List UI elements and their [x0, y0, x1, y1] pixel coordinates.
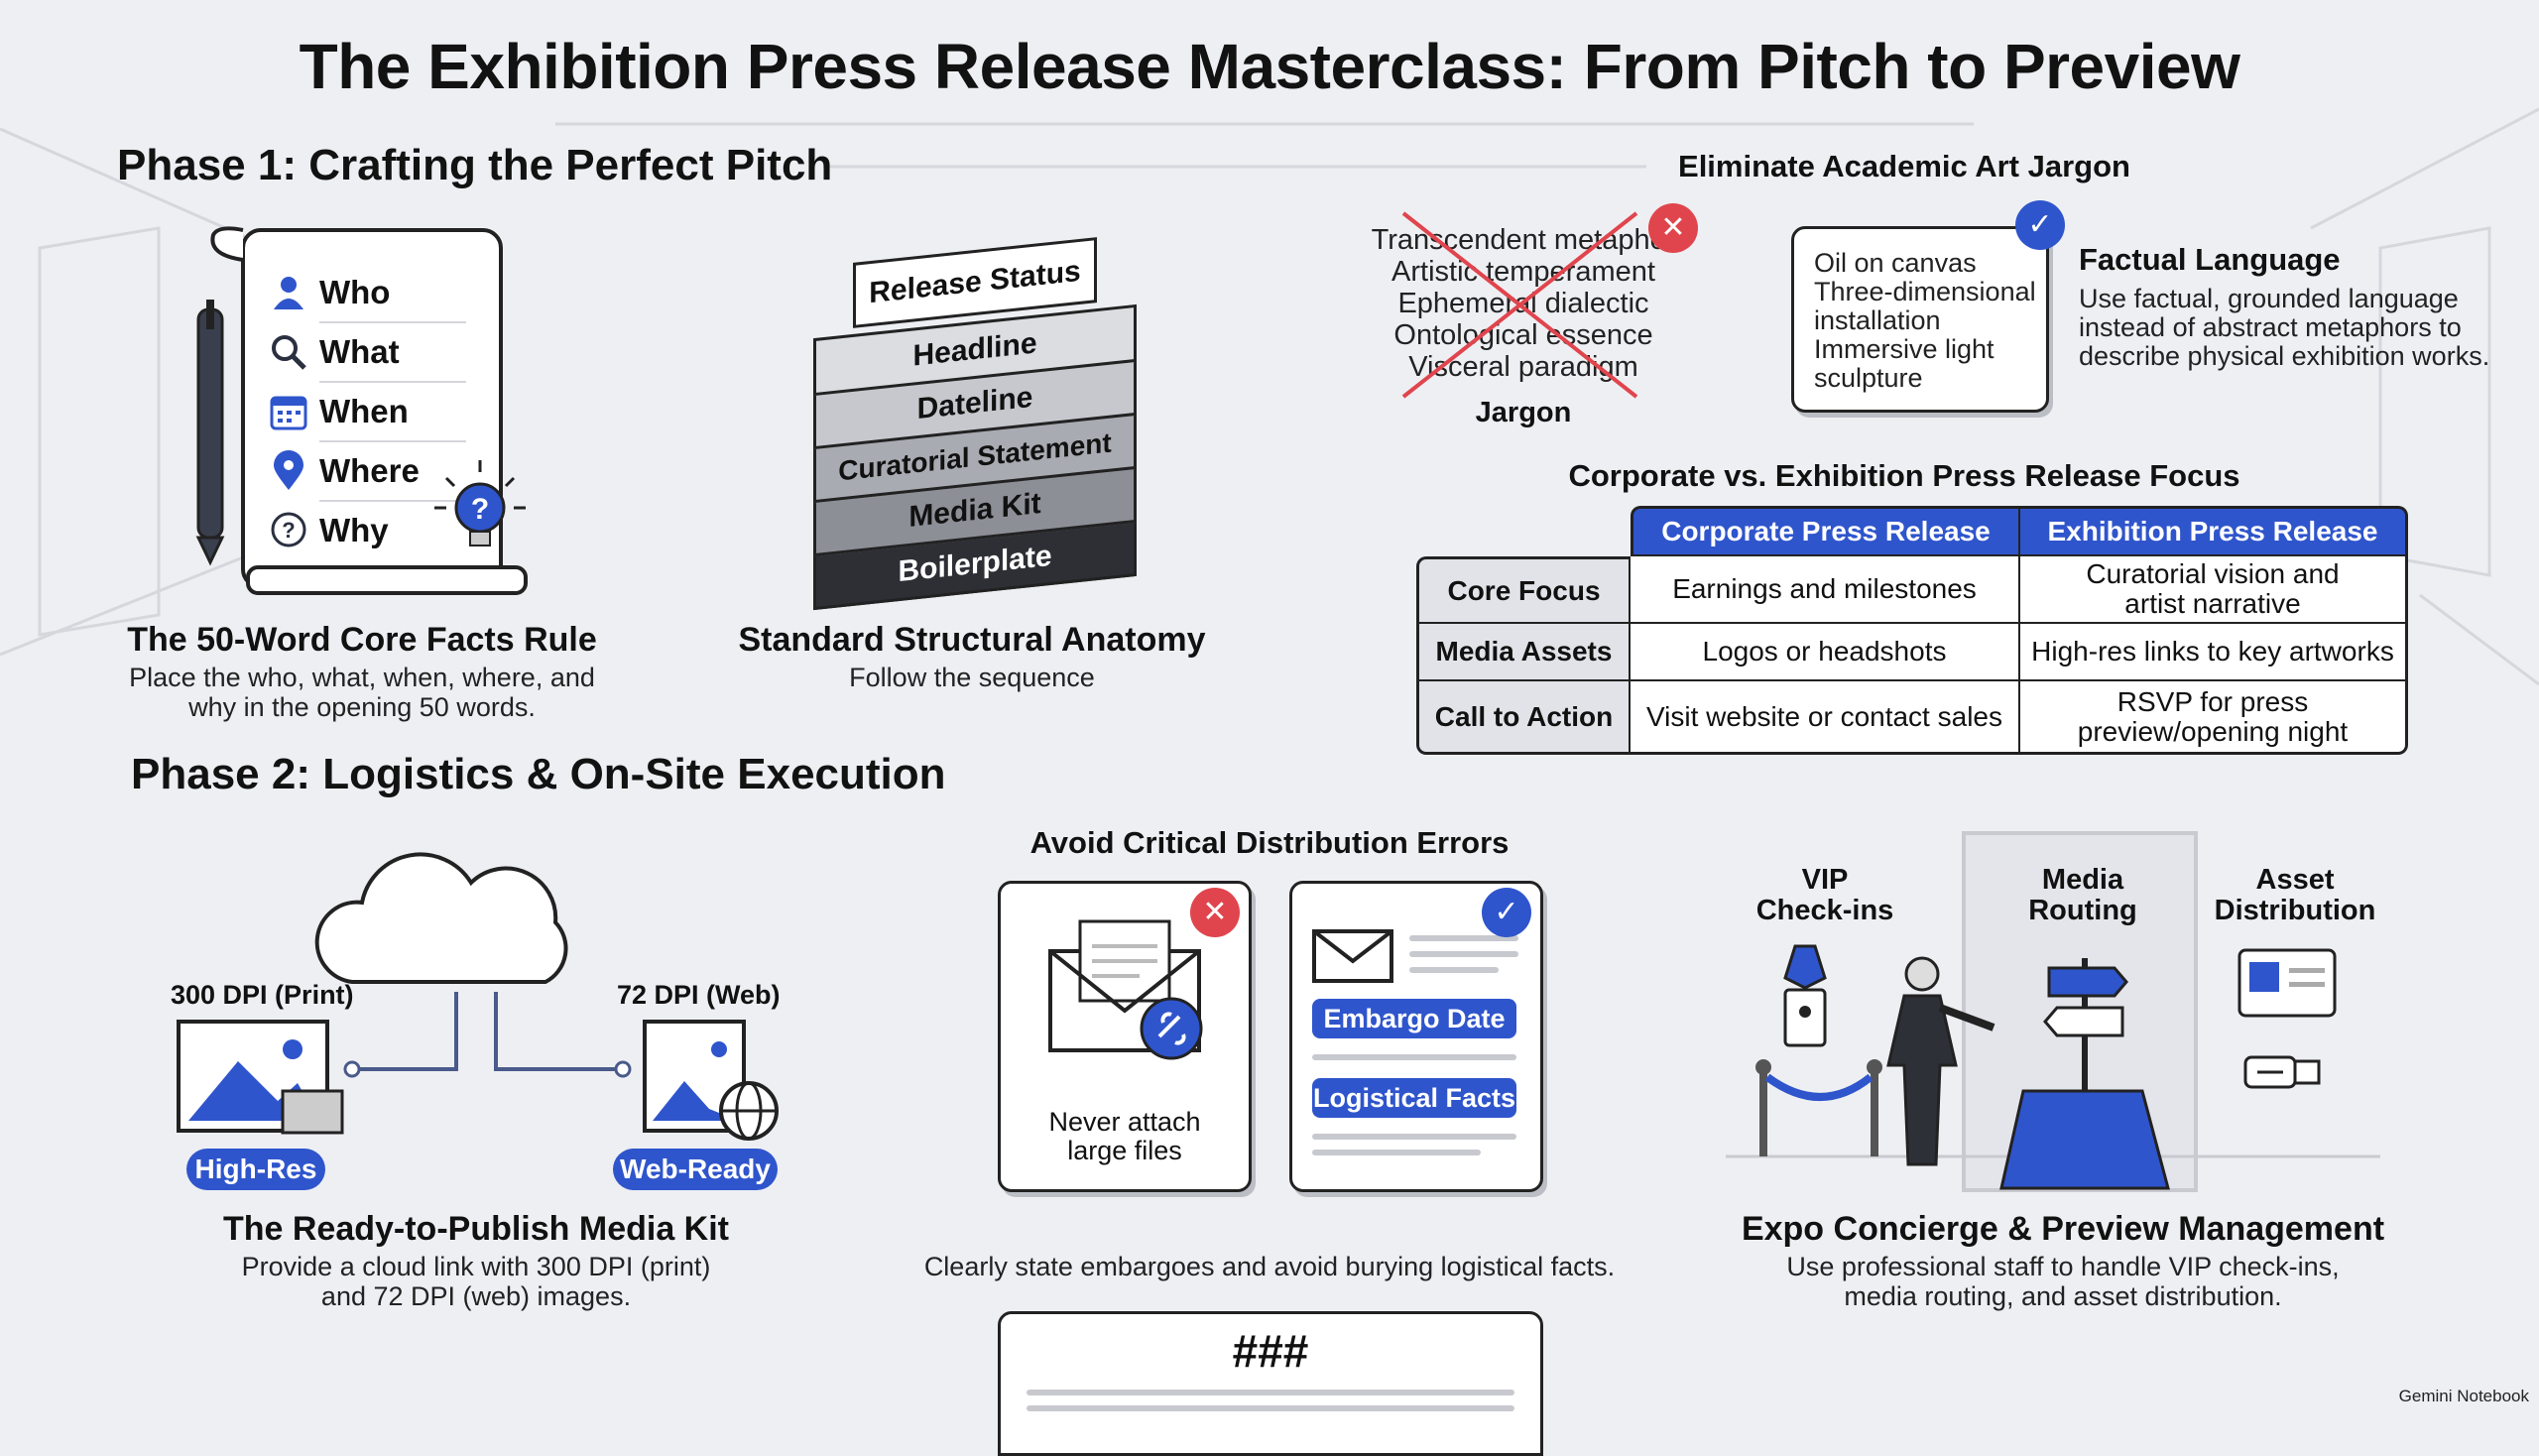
- checklist-item-who: Who: [268, 268, 466, 323]
- checklist-label: When: [319, 393, 409, 429]
- checklist-scroll-illustration: [195, 226, 528, 595]
- press-release-end-card: ###: [998, 1311, 1543, 1456]
- phase2-heading: Phase 2: Logistics & On-Site Execution: [131, 750, 946, 798]
- factual-desc-3: describe physical exhibition works.: [2079, 341, 2490, 371]
- checklist-label: Why: [319, 512, 389, 548]
- person-icon: [274, 277, 303, 309]
- comparison-heading: Corporate vs. Exhibition Press Release F…: [1568, 458, 2240, 493]
- factual-word: sculpture: [1814, 363, 1923, 393]
- table-cell: Logos or headshots: [1631, 624, 2020, 681]
- page-title: The Exhibition Press Release Masterclass…: [299, 31, 2240, 102]
- checklist-item-where: Where: [268, 446, 466, 502]
- distribution-desc: Clearly state embargoes and avoid buryin…: [923, 1252, 1616, 1281]
- core-facts-desc-2: why in the opening 50 words.: [188, 692, 536, 722]
- svg-text:?: ?: [471, 493, 489, 526]
- print-label: 300 DPI (Print): [171, 980, 354, 1010]
- jargon-word: Ontological essence: [1393, 319, 1653, 351]
- checklist-label: Where: [319, 452, 420, 489]
- row-label: Core Focus: [1416, 556, 1631, 624]
- table-cell: High-res links to key artworks: [2020, 624, 2408, 681]
- error-x-icon: ✕: [1648, 203, 1698, 253]
- anatomy-title: Standard Structural Anatomy: [738, 621, 1206, 659]
- table-row: Core Focus Earnings and milestones Curat…: [1416, 556, 2408, 624]
- comparison-table: Corporate Press Release Exhibition Press…: [1416, 506, 2408, 755]
- table-cell: Visit website or contact sales: [1631, 681, 2020, 755]
- logistical-facts-label: Logistical Facts: [1312, 1078, 1516, 1118]
- svg-text:?: ?: [282, 518, 295, 543]
- factual-word: installation: [1814, 305, 1941, 335]
- web-ready-badge: Web-Ready: [613, 1149, 778, 1190]
- factual-title: Factual Language: [2079, 242, 2341, 277]
- error-x-icon: ✕: [1190, 888, 1240, 937]
- checklist-label: Who: [319, 274, 391, 310]
- factual-word: Oil on canvas: [1814, 248, 1977, 278]
- jargon-label: Jargon: [1475, 397, 1572, 428]
- question-bubble-icon: ?: [271, 512, 306, 547]
- table-cell: Earnings and milestones: [1631, 556, 2020, 624]
- anatomy-desc: Follow the sequence: [849, 663, 1095, 692]
- distribution-heading: Avoid Critical Distribution Errors: [1029, 825, 1510, 860]
- web-label: 72 DPI (Web): [617, 980, 781, 1010]
- factual-language-card: Oil on canvas Three-dimensional installa…: [1791, 226, 2049, 413]
- envelope-attachment-icon: [1048, 919, 1203, 1060]
- embargo-date-label: Embargo Date: [1312, 999, 1516, 1038]
- concierge-desc-2: media routing, and asset distribution.: [1844, 1281, 2282, 1311]
- phase1-heading: Phase 1: Crafting the Perfect Pitch: [117, 141, 833, 189]
- core-facts-title: The 50-Word Core Facts Rule: [127, 621, 597, 659]
- checklist-label: What: [319, 333, 400, 370]
- lightbulb-icon: ?: [434, 460, 526, 546]
- concierge-desc-1: Use professional staff to handle VIP che…: [1786, 1252, 2340, 1281]
- checklist-item-when: When: [268, 387, 466, 442]
- table-header-corporate: Corporate Press Release: [1631, 506, 2020, 556]
- cloud-icon: [314, 852, 568, 984]
- location-pin-icon: [274, 450, 303, 490]
- table-row: Media Assets Logos or headshots High-res…: [1416, 624, 2408, 681]
- jargon-word: Artistic temperament: [1391, 256, 1655, 288]
- jargon-heading: Eliminate Academic Art Jargon: [1678, 149, 2130, 183]
- checklist-item-why: ? Why: [268, 506, 466, 561]
- factual-word: Immersive light: [1814, 334, 1995, 364]
- factual-words: Oil on canvas Three-dimensional installa…: [1814, 249, 2036, 393]
- media-kit-title: The Ready-to-Publish Media Kit: [222, 1210, 730, 1248]
- table-header-exhibition: Exhibition Press Release: [2020, 506, 2408, 556]
- watermark: Gemini Notebook: [2398, 1387, 2529, 1405]
- checkmark-icon: ✓: [2015, 200, 2065, 250]
- background-decoration: [0, 107, 2539, 686]
- magnifier-icon: [272, 335, 306, 370]
- factual-word: Three-dimensional: [1814, 277, 2036, 306]
- factual-desc-1: Use factual, grounded language: [2079, 284, 2459, 313]
- strike-cross: [1401, 211, 1638, 399]
- good-release-card: Embargo Date Logistical Facts: [1289, 881, 1543, 1192]
- calendar-icon: [270, 396, 307, 430]
- checklist-item-what: What: [268, 327, 466, 383]
- media-kit-desc-2: and 72 DPI (web) images.: [320, 1281, 632, 1311]
- end-mark: ###: [1232, 1325, 1309, 1377]
- row-label: Media Assets: [1416, 624, 1631, 681]
- high-res-badge: High-Res: [186, 1149, 325, 1190]
- envelope-icon: [1312, 929, 1393, 983]
- core-facts-desc-1: Place the who, what, when, where, and: [129, 663, 595, 692]
- concierge-title: Expo Concierge & Preview Management: [1741, 1210, 2385, 1248]
- media-kit-desc-1: Provide a cloud link with 300 DPI (print…: [241, 1252, 711, 1281]
- row-label: Call to Action: [1416, 681, 1631, 755]
- factual-desc-2: instead of abstract metaphors to: [2079, 312, 2462, 342]
- table-row: Call to Action Visit website or contact …: [1416, 681, 2408, 755]
- concierge-illustration: [1726, 831, 2380, 1192]
- media-kit-illustration: [177, 852, 779, 1141]
- checkmark-icon: ✓: [1482, 888, 1531, 937]
